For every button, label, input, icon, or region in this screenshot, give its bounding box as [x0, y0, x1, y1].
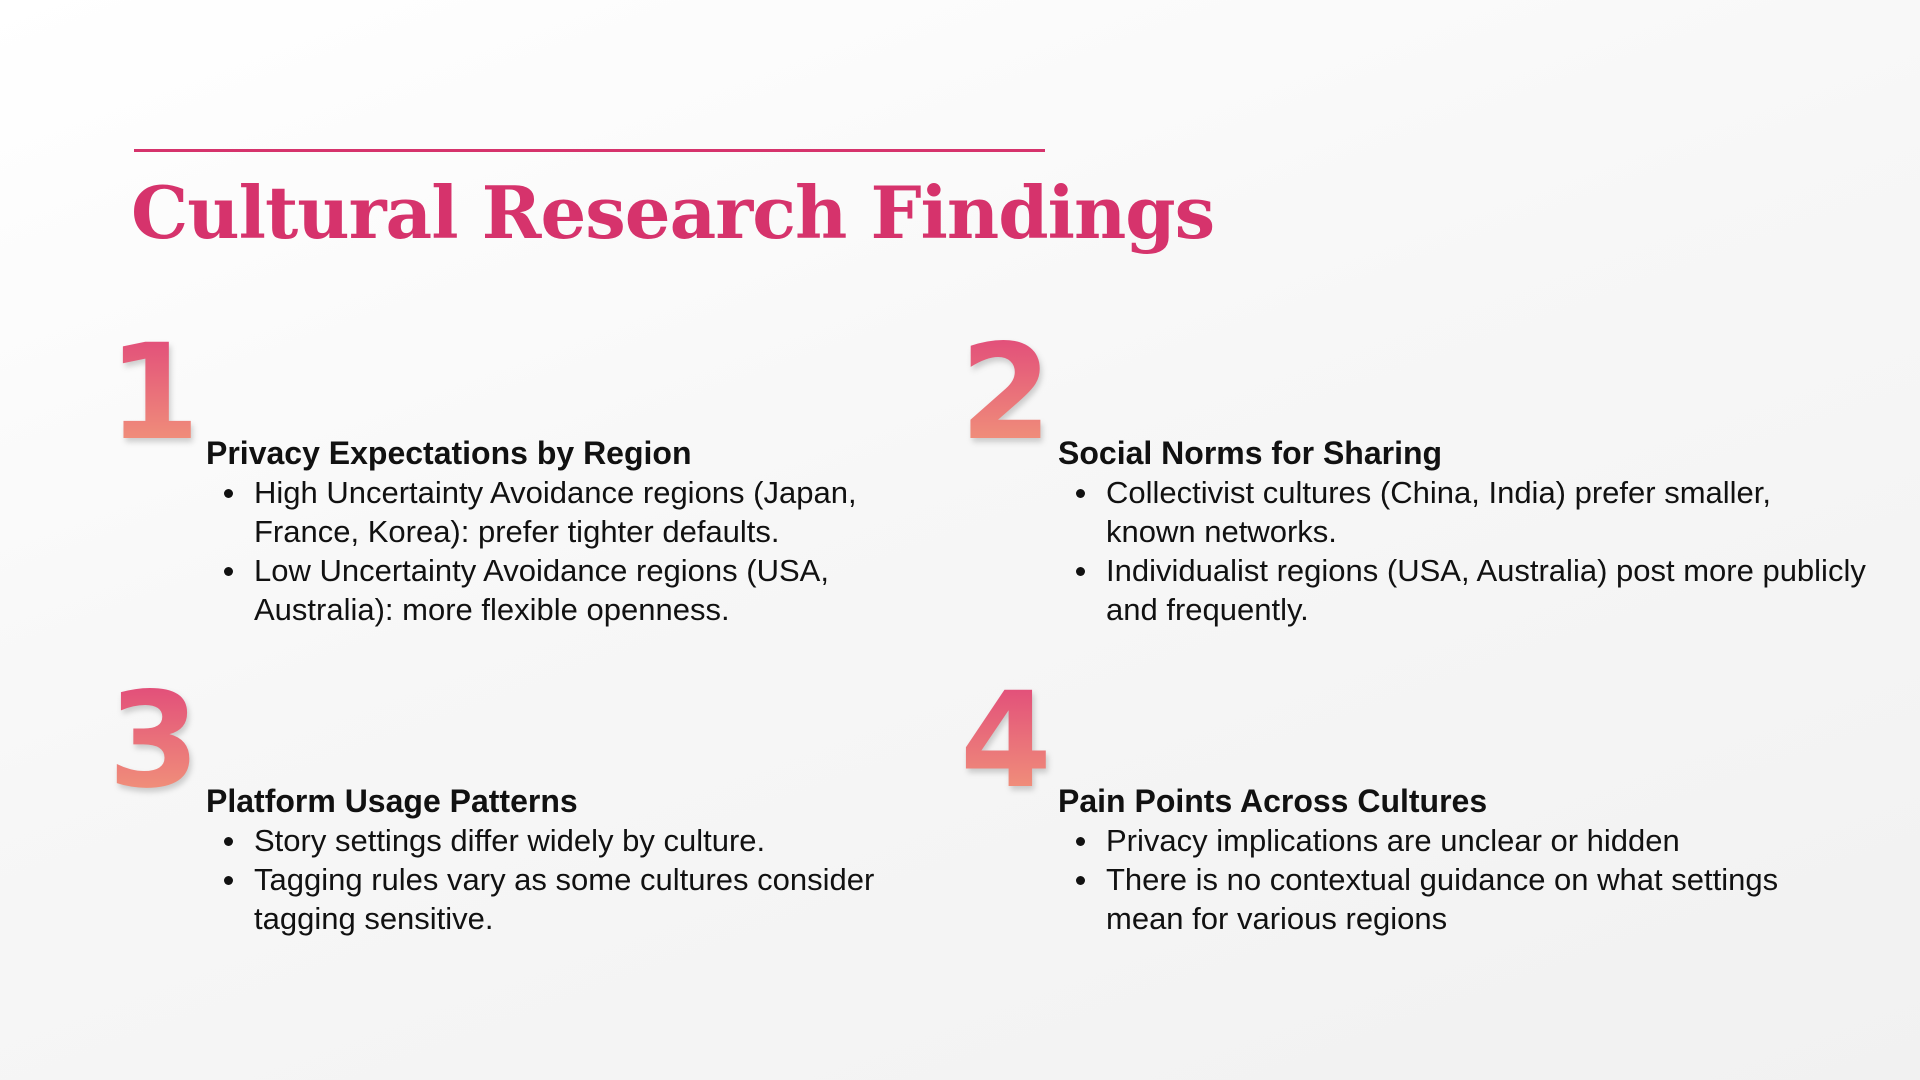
finding-privacy-expectations: 1 Privacy Expectations by Region High Un… [108, 316, 888, 658]
list-item: There is no contextual guidance on what … [1076, 860, 1786, 938]
finding-heading: Platform Usage Patterns [206, 783, 578, 819]
finding-bullet-list: Collectivist cultures (China, India) pre… [1058, 473, 1866, 629]
finding-number: 4 [960, 664, 1052, 818]
list-item: Tagging rules vary as some cultures cons… [224, 860, 934, 938]
list-item: Collectivist cultures (China, India) pre… [1076, 473, 1866, 551]
list-item: Privacy implications are unclear or hidd… [1076, 821, 1786, 860]
finding-number: 1 [108, 316, 200, 470]
list-item: Story settings differ widely by culture. [224, 821, 934, 860]
finding-platform-usage: 3 Platform Usage Patterns Story settings… [108, 664, 888, 1006]
slide-title: Cultural Research Findings [131, 170, 1215, 255]
list-item: Individualist regions (USA, Australia) p… [1076, 553, 1866, 627]
finding-bullet-list: Privacy implications are unclear or hidd… [1058, 821, 1786, 938]
finding-social-norms: 2 Social Norms for Sharing Collectivist … [960, 316, 1866, 658]
title-divider [134, 149, 1045, 152]
list-item: Low Uncertainty Avoidance regions (USA, … [224, 551, 934, 629]
finding-heading: Social Norms for Sharing [1058, 435, 1443, 471]
finding-number: 2 [960, 316, 1052, 470]
finding-number: 3 [108, 664, 200, 818]
finding-bullet-list: Story settings differ widely by culture.… [206, 821, 934, 938]
finding-heading: Pain Points Across Cultures [1058, 783, 1488, 819]
list-item: High Uncertainty Avoidance regions (Japa… [224, 473, 934, 551]
finding-bullet-list: High Uncertainty Avoidance regions (Japa… [206, 473, 934, 629]
finding-pain-points: 4 Pain Points Across Cultures Privacy im… [960, 664, 1778, 1006]
finding-heading: Privacy Expectations by Region [206, 435, 692, 471]
